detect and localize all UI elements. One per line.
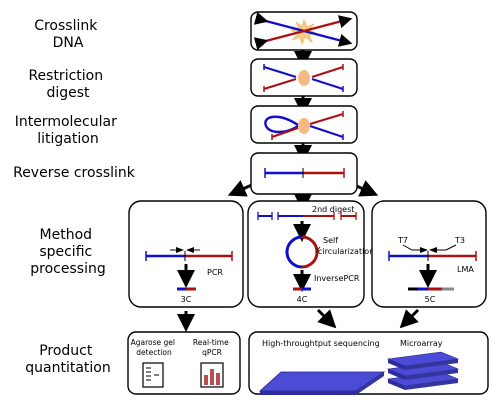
5c-t3-label: T3	[454, 236, 465, 245]
stage-label-quantitation: Product quantitation	[25, 343, 110, 376]
method-4c-panel: 2nd digest Self circularization InverseP…	[247, 200, 374, 308]
5c-lma-label: LMA	[457, 265, 474, 274]
4c-digest-label: 2nd digest	[312, 205, 354, 214]
4c-inversepcr-label: InversePCR	[314, 274, 360, 283]
5c-t7-label: T7	[397, 236, 408, 245]
microarray-label: Microarray	[400, 339, 443, 348]
sequencing-plate-icon	[258, 371, 386, 395]
qpcr-bar-icon	[200, 362, 224, 388]
3c-pcr-label: PCR	[207, 268, 223, 277]
qpcr-label: Real-time qPCR	[193, 338, 231, 357]
stage-label-ligation: Intermolecular litigation	[15, 114, 122, 147]
reverse-panel	[250, 152, 358, 195]
microarray-stack-icon	[386, 351, 460, 390]
hts-label: High-throughtput sequencing	[262, 339, 380, 348]
stage-label-digest: Restriction digest	[28, 68, 107, 101]
gel-icon	[142, 362, 164, 388]
ligation-panel	[250, 105, 358, 144]
quantitation-arrows	[177, 308, 420, 332]
protein-complex-icon	[298, 70, 310, 86]
4c-circularization-label: Self circularization	[318, 236, 374, 256]
method-5c-panel: T7 T3 LMA 5C	[371, 200, 487, 308]
crosslink-panel	[250, 11, 358, 51]
quant-3c-panel: Agarose gel detection Real-time qPCR	[127, 331, 241, 395]
stage-label-reverse: Reverse crosslink	[13, 165, 136, 181]
5c-label: 5C	[425, 295, 436, 304]
stage-label-method: Method specific processing	[30, 227, 105, 277]
3c-label: 3C	[181, 295, 192, 304]
stage-label-crosslink: Crosslink DNA	[34, 18, 102, 51]
quant-hts-panel: High-throughtput sequencing Microarray	[248, 331, 489, 395]
gel-detection-label: Agarose gel detection	[131, 338, 178, 357]
4c-label: 4C	[297, 295, 308, 304]
protein-complex-icon	[298, 118, 310, 134]
method-3c-panel: PCR 3C	[128, 200, 244, 308]
digest-panel	[250, 58, 358, 97]
